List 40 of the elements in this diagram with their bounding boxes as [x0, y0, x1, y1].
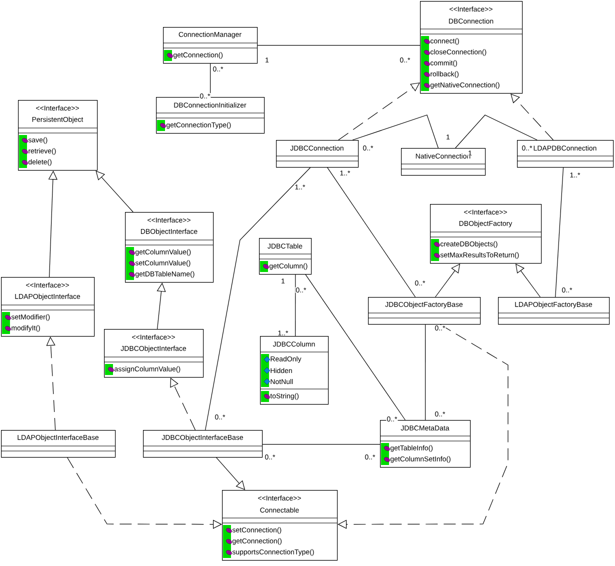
association-line	[425, 324, 426, 420]
association-line	[455, 114, 538, 148]
association-line	[555, 167, 564, 298]
class-box	[142, 430, 263, 458]
class-box	[222, 490, 338, 561]
association-line	[352, 114, 439, 148]
class-box	[400, 148, 486, 176]
class-box	[380, 420, 471, 468]
class-box	[420, 1, 523, 94]
generalization-arrow	[435, 264, 460, 298]
association-line	[305, 274, 406, 420]
class-box	[124, 212, 214, 283]
class-box	[430, 204, 542, 264]
association-line	[327, 167, 416, 298]
association-line	[295, 274, 296, 336]
association-line	[205, 167, 311, 430]
class-box	[498, 297, 610, 325]
class-box	[0, 277, 95, 337]
association-line	[262, 444, 380, 445]
realization-arrow	[170, 378, 196, 430]
class-box	[156, 97, 265, 134]
generalization-arrow	[48, 170, 58, 278]
generalization-arrow	[516, 264, 540, 298]
class-box	[276, 140, 359, 168]
class-box	[0, 430, 116, 458]
realization-arrow	[338, 82, 420, 140]
generalization-arrow	[156, 282, 166, 330]
realization-arrow	[510, 94, 554, 140]
generalization-arrow	[96, 170, 134, 212]
class-box	[258, 238, 312, 275]
realization-arrow	[338, 324, 508, 529]
association-line	[257, 44, 420, 46]
class-box	[18, 100, 98, 171]
class-box	[516, 140, 614, 168]
class-box	[162, 27, 258, 64]
class-box	[104, 329, 204, 378]
realization-arrow	[67, 457, 222, 529]
realization-arrow	[46, 336, 56, 430]
class-box	[368, 297, 481, 325]
class-box	[260, 336, 329, 405]
